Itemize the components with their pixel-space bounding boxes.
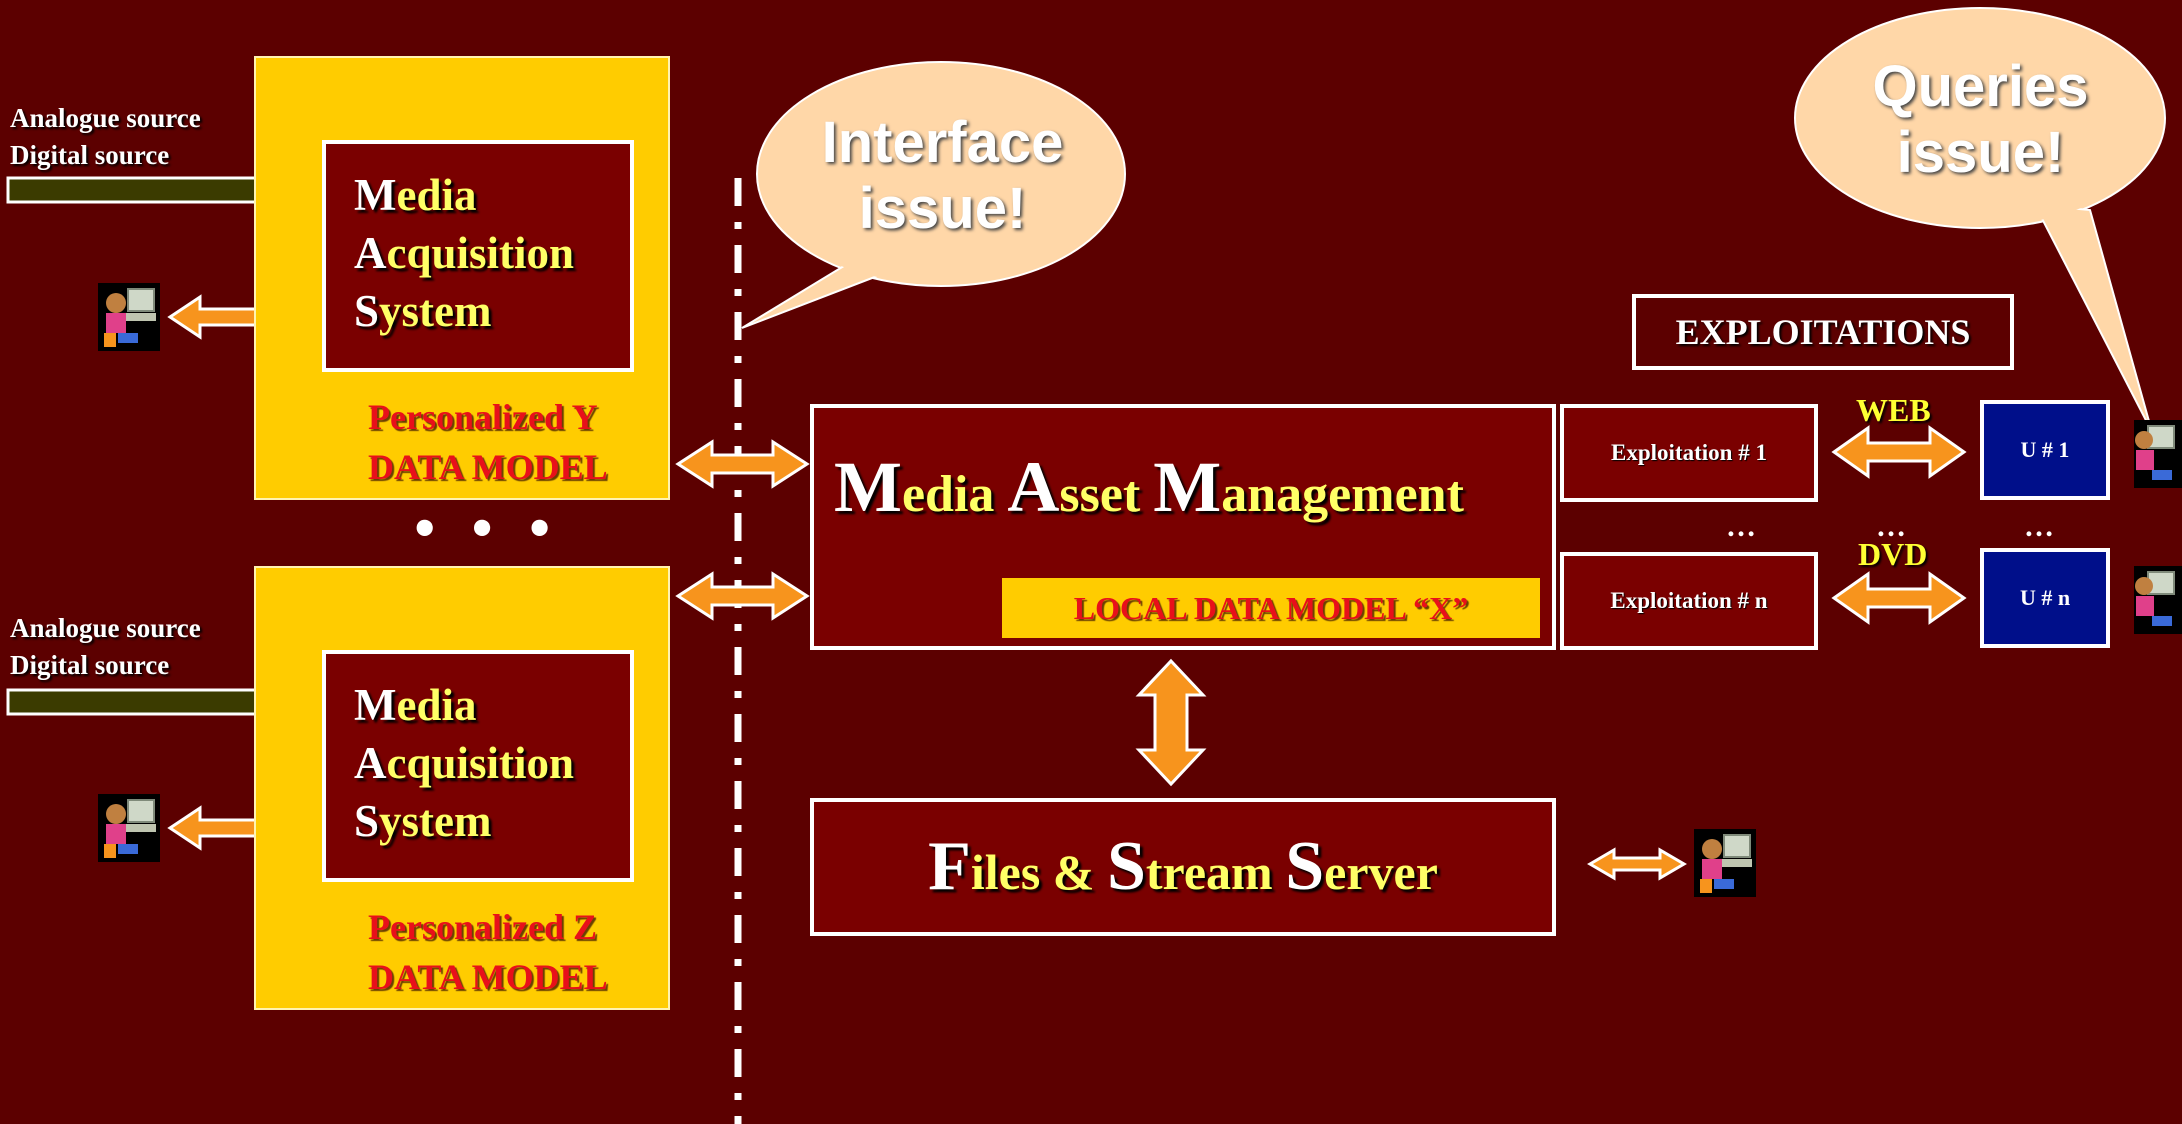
mam-rest: anagement: [1221, 466, 1464, 523]
fss-user-arrow: [1587, 847, 1687, 881]
dvd-arrow: [1831, 571, 1967, 625]
mas-rest: cquisition: [386, 228, 575, 278]
interface-bubble-line1: Interface: [821, 110, 1064, 175]
exploitations-title: EXPLOITATIONS: [1632, 294, 2014, 370]
media-asset-management[interactable]: Media Asset Management LOCAL DATA MODEL …: [810, 404, 1556, 650]
mas-rest: ystem: [379, 286, 492, 336]
exploitation-n[interactable]: Exploitation # n: [1560, 552, 1818, 650]
channel-ellipsis: …: [1876, 510, 1906, 543]
mas-rest: edia: [396, 680, 477, 730]
mas-cap: S: [354, 796, 380, 846]
mam-title: Media Asset Management: [834, 446, 1464, 529]
mas-cap: M: [354, 680, 397, 730]
mam-arrow-y: [675, 439, 810, 489]
digital-source-label: Digital source: [10, 140, 170, 170]
mam-arrow-z: [675, 571, 810, 621]
fss-cap: S: [1106, 828, 1146, 905]
queries-bubble-line1: Queries: [1872, 54, 2089, 119]
files-stream-server[interactable]: Files & Stream Server: [810, 798, 1556, 936]
source-label-top: Analogue source Digital source: [10, 100, 201, 174]
mam-fss-arrow: [1135, 658, 1207, 787]
panel-ellipsis: • • •: [410, 502, 561, 556]
fss-rest: iles &: [970, 844, 1107, 900]
user-n-box[interactable]: U # n: [1980, 548, 2110, 648]
user-at-computer-icon: [2134, 420, 2182, 488]
user-at-computer-icon: [98, 283, 160, 351]
data-model-z-line2: DATA MODEL: [368, 957, 608, 997]
source-label-bottom: Analogue source Digital source: [10, 610, 201, 684]
data-model-y-line1: Personalized Y: [368, 397, 598, 437]
mam-rest: sset: [1059, 466, 1154, 523]
analogue-source-label: Analogue source: [10, 613, 201, 643]
media-acquisition-system-y[interactable]: Media Acquisition System: [322, 140, 634, 372]
mas-cap: A: [354, 738, 387, 788]
exploitation-ellipsis: …: [1726, 510, 1756, 543]
mas-rest: edia: [396, 170, 477, 220]
user-at-computer-icon: [2134, 566, 2182, 634]
mas-cap: A: [354, 228, 387, 278]
queries-bubble: Queries issue!: [1808, 54, 2153, 186]
fss-rest: tream: [1145, 844, 1286, 900]
data-model-y-line2: DATA MODEL: [368, 447, 608, 487]
mam-rest: edia: [901, 466, 1008, 523]
mas-rest: ystem: [379, 796, 492, 846]
user-at-computer-icon: [98, 794, 160, 862]
user-at-computer-icon: [1694, 829, 1756, 897]
data-model-z-line1: Personalized Z: [368, 907, 597, 947]
mas-cap: S: [354, 286, 380, 336]
exploitation-1[interactable]: Exploitation # 1: [1560, 404, 1818, 502]
web-label: WEB: [1856, 392, 1931, 428]
analogue-source-label: Analogue source: [10, 103, 201, 133]
mam-cap: M: [834, 447, 902, 527]
user-1-box[interactable]: U # 1: [1980, 400, 2110, 500]
web-arrow: [1831, 425, 1967, 479]
fss-rest: erver: [1324, 844, 1438, 900]
fss-title: Files & Stream Server: [928, 827, 1438, 907]
queries-bubble-tail: [2033, 203, 2153, 433]
media-acquisition-system-z[interactable]: Media Acquisition System: [322, 650, 634, 882]
digital-source-label: Digital source: [10, 650, 170, 680]
interface-bubble: Interface issue!: [770, 110, 1115, 242]
mas-cap: M: [354, 170, 397, 220]
local-data-model: LOCAL DATA MODEL “X”: [1002, 578, 1540, 638]
data-model-z: Personalized Z DATA MODEL: [368, 902, 608, 1002]
mam-cap: A: [1007, 447, 1060, 527]
fss-cap: F: [928, 828, 971, 905]
dvd-label: DVD: [1858, 536, 1928, 572]
mas-rest: cquisition: [386, 738, 575, 788]
queries-bubble-line2: issue!: [1896, 120, 2065, 185]
fss-cap: S: [1285, 828, 1325, 905]
user-ellipsis: …: [2024, 510, 2054, 543]
interface-bubble-line2: issue!: [858, 176, 1027, 241]
data-model-y: Personalized Y DATA MODEL: [368, 392, 608, 492]
mam-cap: M: [1153, 447, 1222, 527]
